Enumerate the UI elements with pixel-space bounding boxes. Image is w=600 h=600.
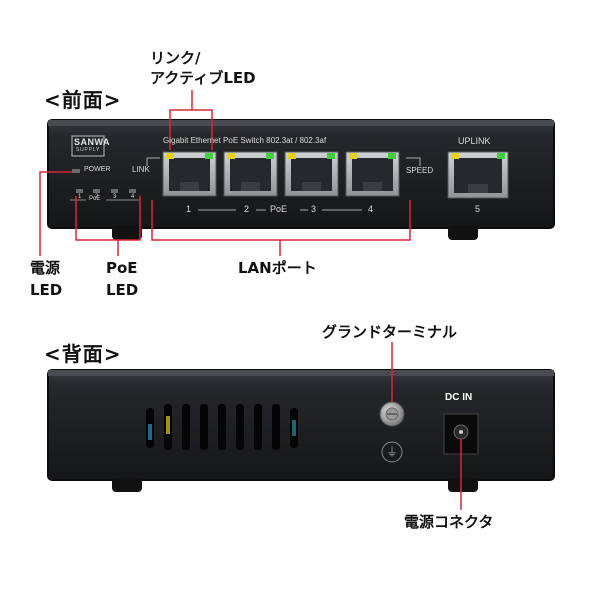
poe-led-callout-line2: LED — [106, 281, 139, 299]
speed-label: SPEED — [406, 166, 434, 175]
back-section-title: <背面> — [44, 342, 122, 366]
front-foot-left — [112, 226, 142, 240]
port-number-3: 3 — [311, 204, 317, 214]
ground-screw — [379, 401, 405, 427]
poe-led-callout-line — [75, 196, 141, 256]
port-5-led-yellow — [451, 153, 459, 159]
link-led-callout-line1: リンク/ — [150, 49, 201, 67]
lan-port-1 — [162, 151, 217, 197]
poe-led-group-label: PoE — [89, 196, 101, 202]
port-4-led-yellow — [349, 153, 357, 159]
lan-port-4 — [345, 151, 400, 197]
link-led-callout-line — [169, 90, 213, 150]
port-2-led-yellow — [227, 153, 235, 159]
power-connector-callout: 電源コネクタ — [404, 513, 494, 531]
brand-line1: SANWA — [74, 137, 110, 147]
brand-logo-box — [71, 135, 105, 157]
poe-led-3 — [111, 189, 118, 193]
power-led — [72, 169, 80, 173]
vent-slots — [146, 404, 298, 450]
power-label: POWER — [84, 166, 111, 173]
poe-led-number-1: 1 — [78, 194, 82, 200]
back-foot-left — [112, 478, 142, 492]
port-4-led-green — [388, 153, 396, 159]
port-number-4: 4 — [368, 204, 374, 214]
port-3-led-yellow — [288, 153, 296, 159]
lan-port-2 — [223, 151, 278, 197]
poe-led-callout-line1: PoE — [106, 259, 138, 277]
power-led-callout-line2: LED — [30, 281, 63, 299]
port-1-led-green — [205, 153, 213, 159]
power-led-callout-line1: 電源 — [30, 259, 61, 277]
back-foot-right — [448, 478, 478, 492]
lan-port-3 — [284, 151, 339, 197]
port-1-led-yellow — [166, 153, 174, 159]
port-3-led-green — [327, 153, 335, 159]
poe-led-number-2: 2 — [95, 194, 99, 200]
ground-symbol: ⏚ — [386, 445, 399, 459]
link-led-callout-line2: アクティブLED — [150, 69, 256, 87]
ground-symbol-ring — [381, 441, 403, 463]
power-led-callout-line — [39, 171, 72, 256]
port-2-led-green — [266, 153, 274, 159]
poe-led-2 — [93, 189, 100, 193]
front-foot-right — [448, 226, 478, 240]
poe-led-number-3: 3 — [113, 194, 117, 200]
uplink-port — [447, 151, 509, 199]
poe-led-4 — [129, 189, 136, 193]
port-5-led-green — [497, 153, 505, 159]
port-number-2: 2 — [244, 204, 250, 214]
dc-in-label: DC IN — [445, 392, 473, 403]
port-number-1: 1 — [186, 204, 192, 214]
lan-port-callout-line — [151, 200, 411, 256]
callout-lines — [39, 90, 462, 510]
uplink-port-number: 5 — [475, 204, 481, 214]
poe-led-1 — [76, 189, 83, 193]
poe-port-label: PoE — [270, 204, 288, 214]
uplink-label: UPLINK — [458, 136, 491, 146]
model-text: Gigabit Ethernet PoE Switch 802.3at / 80… — [163, 136, 327, 145]
lan-port-callout: LANポート — [238, 259, 317, 277]
poe-led-number-4: 4 — [131, 194, 135, 200]
ground-terminal-callout: グランドターミナル — [322, 323, 458, 341]
front-section-title: <前面> — [44, 88, 122, 112]
link-label: LINK — [132, 165, 150, 174]
brand-line2: SUPPLY — [76, 147, 101, 153]
